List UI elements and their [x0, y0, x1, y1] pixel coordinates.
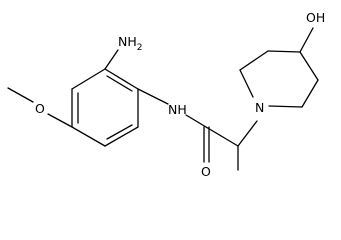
bond-pip-c5-c6 — [301, 79, 319, 108]
bond-pip-n-c2 — [239, 69, 254, 98]
bond-ring-c3-c4 — [104, 126, 139, 147]
bond-co-calpha — [205, 126, 239, 147]
bond-c2-nh — [137, 88, 169, 105]
bond-ring-c1-c2 — [104, 68, 139, 90]
bond-calpha-n — [237, 120, 258, 147]
bond-ring-inner-1 — [106, 75, 133, 92]
amine-label-text: NH — [118, 34, 137, 49]
carbonyl-o-label: O — [201, 164, 211, 179]
methoxy-o-label: O — [35, 101, 45, 116]
amine-label-subscript: 2 — [137, 43, 143, 53]
bonds — [7, 27, 319, 171]
bond-ring-c4-c5 — [71, 126, 106, 147]
bond-pip-c6-n — [268, 105, 303, 108]
bond-o-ch3 — [7, 87, 34, 103]
bond-ring-inner-2 — [106, 124, 133, 140]
bond-pip-c2-c3 — [239, 50, 269, 71]
bond-c5-o — [47, 113, 73, 128]
structure-canvas: NH2 O NH O N OH — [7, 10, 325, 179]
ring-n-label: N — [255, 100, 264, 115]
amide-nh-label: NH — [168, 102, 187, 117]
bond-pip-c3-c4 — [267, 50, 301, 53]
bond-c4-oh — [299, 27, 314, 53]
amine-label: NH2 — [118, 34, 142, 53]
hydroxyl-label: OH — [306, 10, 325, 25]
bond-ring-c6-c1 — [71, 68, 106, 90]
bond-pip-c4-c5 — [299, 51, 319, 81]
molecule-diagram: NH2 O NH O N OH — [7, 10, 325, 179]
bond-nh-co — [185, 114, 207, 128]
atom-labels: NH2 O NH O N OH — [35, 10, 325, 179]
bond-c1-nh2 — [104, 49, 119, 70]
